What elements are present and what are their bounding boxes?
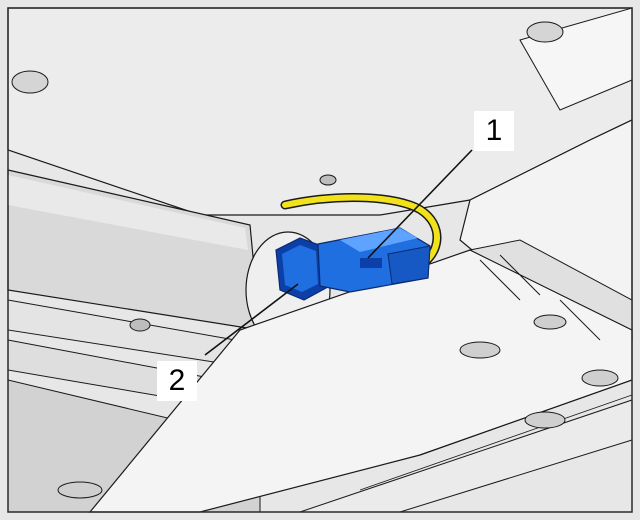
slot [524, 411, 566, 429]
rib [359, 394, 633, 491]
bolt-hole [319, 174, 337, 186]
bolt-hole [11, 70, 49, 94]
connector-latch [387, 245, 431, 285]
callout-label-connector: 1 [474, 111, 514, 151]
leader-line-1 [367, 149, 473, 259]
rib [499, 254, 541, 296]
cylinder-highlight [8, 175, 248, 250]
frame-border [7, 7, 633, 513]
slot [533, 314, 567, 330]
bolt-hole [526, 21, 564, 43]
connector-tab [360, 258, 382, 268]
bolt-hole [129, 318, 151, 332]
callout-label-sensor: 2 [157, 361, 197, 401]
slot [581, 369, 619, 387]
rib [559, 299, 601, 341]
rib [479, 259, 521, 301]
sensor-face [282, 245, 318, 292]
leader-line-2 [204, 283, 299, 356]
slot [57, 481, 103, 499]
connector-highlight [340, 228, 418, 252]
slot [459, 341, 501, 359]
